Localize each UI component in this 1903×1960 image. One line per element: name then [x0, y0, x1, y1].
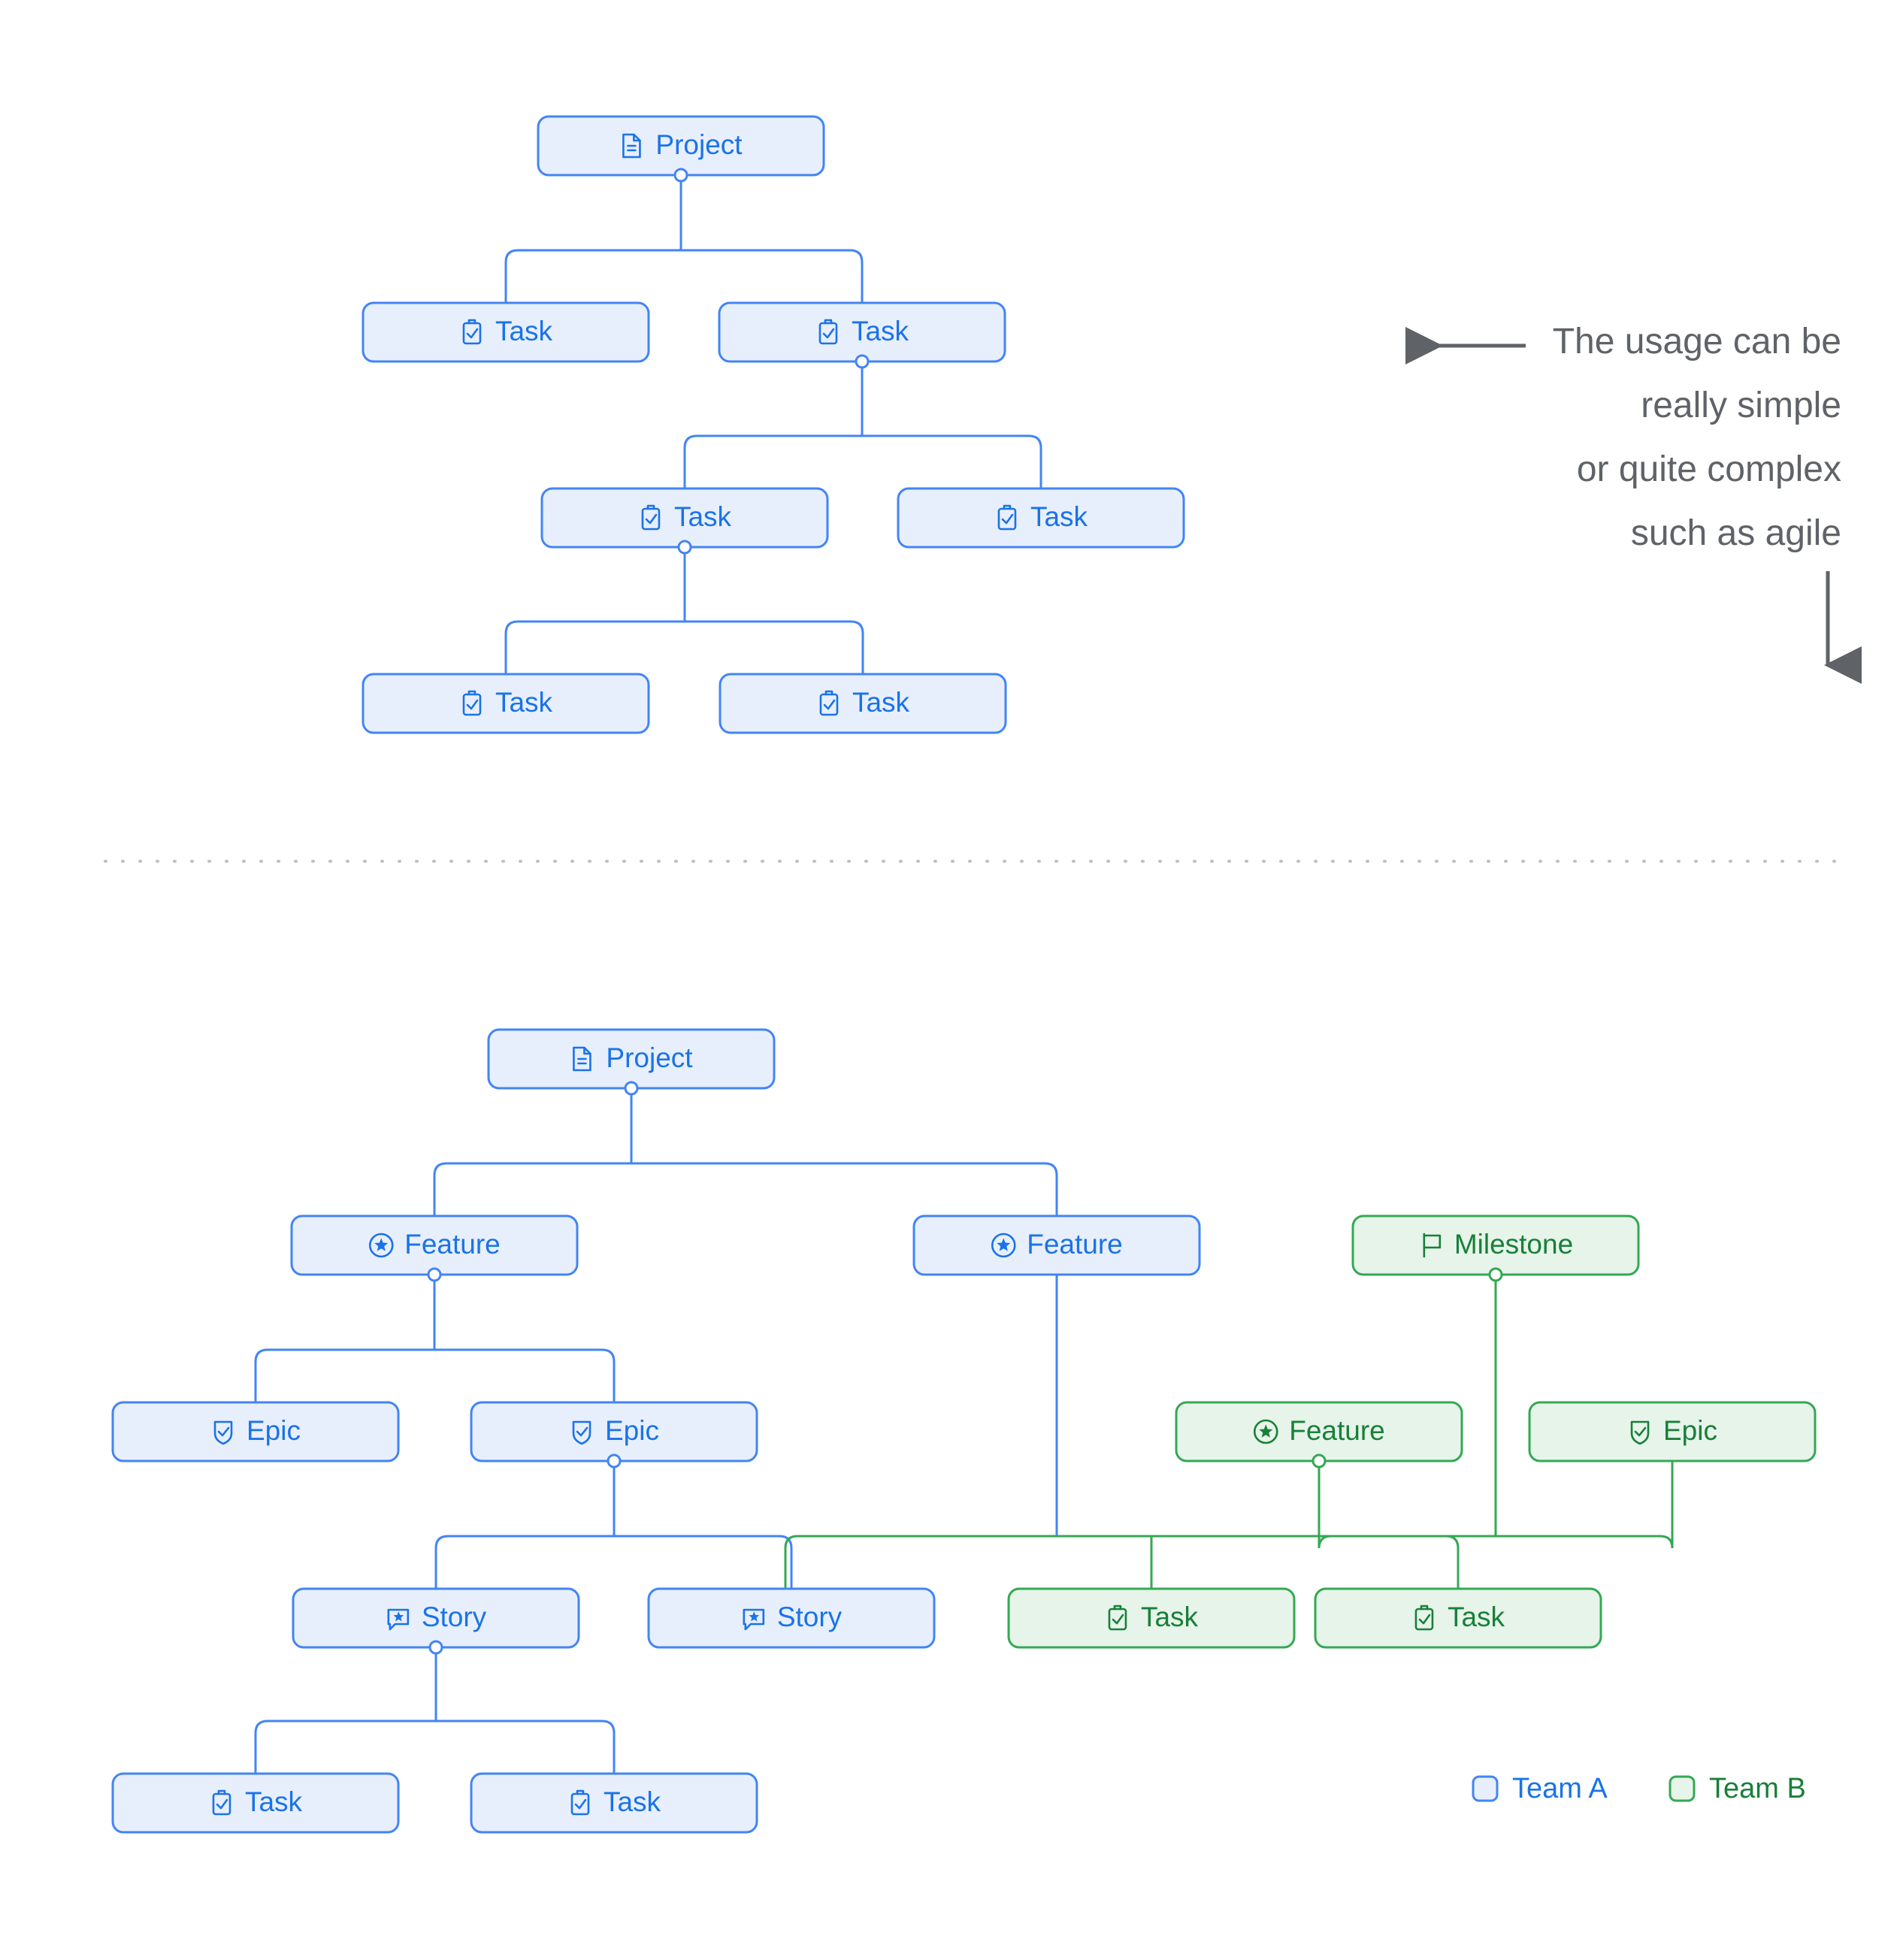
edge-connector	[254, 1275, 616, 1402]
node-label: Task	[674, 501, 732, 532]
node-task[interactable]: Task	[719, 673, 1007, 734]
node-milestone[interactable]: Milestone	[1351, 1214, 1640, 1282]
node-feature[interactable]: Feature	[1175, 1401, 1463, 1468]
node-label: Task	[245, 1786, 303, 1817]
comment-star-icon	[743, 1608, 765, 1631]
clipboard-check-icon	[570, 1789, 590, 1816]
annotation-line: really simple	[1641, 386, 1841, 425]
node-label: Project	[606, 1042, 693, 1073]
connector-port[interactable]	[427, 1267, 442, 1282]
node-story[interactable]: Story	[292, 1587, 580, 1655]
node-task[interactable]: Task	[470, 1772, 758, 1834]
edge-connector	[1318, 1275, 1674, 1549]
node-task[interactable]: Task	[1007, 1587, 1296, 1649]
node-label: Task	[1448, 1602, 1505, 1632]
node-label: Story	[422, 1602, 487, 1632]
edge-connector	[504, 175, 864, 303]
node-task[interactable]: Task	[1314, 1587, 1602, 1649]
node-project[interactable]: Project	[537, 115, 825, 183]
edge-connector	[433, 1088, 1058, 1216]
node-task[interactable]: Task	[897, 487, 1185, 549]
node-story[interactable]: Story	[647, 1587, 936, 1649]
connector-port[interactable]	[624, 1081, 639, 1096]
legend-layer: Team A Team B	[1472, 1773, 1806, 1804]
legend-item[interactable]: Team A	[1472, 1773, 1608, 1804]
node-label: Feature	[1289, 1415, 1385, 1446]
node-task[interactable]: Task	[362, 673, 650, 734]
edge-connector	[254, 1647, 616, 1774]
node-epic[interactable]: Epic	[470, 1401, 758, 1468]
connector-port[interactable]	[607, 1453, 622, 1468]
node-task[interactable]: Task	[718, 301, 1006, 369]
document-icon	[573, 1046, 591, 1072]
node-label: Epic	[1663, 1415, 1717, 1446]
clipboard-check-icon	[462, 319, 482, 345]
clipboard-check-icon	[212, 1789, 231, 1816]
annotation-line: The usage can be	[1553, 322, 1841, 361]
legend-label: Team B	[1709, 1773, 1806, 1804]
clipboard-check-icon	[997, 504, 1017, 531]
edge-connector	[683, 361, 1042, 488]
node-label: Milestone	[1454, 1229, 1573, 1260]
star-circle-icon	[1253, 1419, 1278, 1444]
edge-connector	[434, 1461, 793, 1589]
annotation-line: or quite complex	[1577, 449, 1841, 489]
shield-check-icon	[213, 1420, 233, 1445]
node-label: Story	[777, 1602, 843, 1632]
connector-port[interactable]	[673, 168, 688, 183]
connector-port[interactable]	[1312, 1453, 1327, 1468]
node-task[interactable]: Task	[362, 301, 650, 363]
document-icon	[622, 133, 641, 159]
node-label: Task	[604, 1786, 661, 1817]
legend-swatch-b	[1669, 1775, 1696, 1802]
connector-port[interactable]	[1488, 1267, 1503, 1282]
shield-check-icon	[1630, 1420, 1650, 1445]
clipboard-check-icon	[1108, 1605, 1127, 1631]
node-epic[interactable]: Epic	[111, 1401, 400, 1462]
node-project[interactable]: Project	[487, 1028, 776, 1096]
node-label: Task	[852, 316, 909, 346]
star-circle-icon	[991, 1233, 1016, 1258]
annotation-line: such as agile	[1631, 513, 1841, 553]
star-circle-icon	[368, 1233, 394, 1258]
node-label: Epic	[247, 1415, 301, 1446]
clipboard-check-icon	[1414, 1605, 1434, 1631]
node-task[interactable]: Task	[540, 487, 829, 555]
node-label: Task	[495, 687, 553, 718]
edge-connector	[504, 547, 864, 674]
node-label: Task	[1030, 501, 1088, 532]
edge-connector	[784, 1461, 1460, 1589]
comment-star-icon	[387, 1608, 410, 1631]
clipboard-check-icon	[641, 504, 661, 531]
node-label: Task	[495, 316, 553, 346]
legend-item[interactable]: Team B	[1669, 1773, 1806, 1804]
shield-check-icon	[572, 1420, 591, 1445]
edge-layer	[254, 175, 1674, 1774]
legend-label: Team A	[1512, 1773, 1608, 1804]
connector-port[interactable]	[677, 540, 692, 555]
node-feature[interactable]: Feature	[912, 1214, 1201, 1276]
clipboard-check-icon	[462, 690, 482, 716]
node-label: Task	[852, 687, 910, 718]
node-label: Feature	[1027, 1229, 1123, 1260]
node-label: Task	[1141, 1602, 1199, 1632]
node-label: Feature	[404, 1229, 501, 1260]
connector-port[interactable]	[428, 1640, 443, 1655]
node-epic[interactable]: Epic	[1528, 1401, 1817, 1462]
clipboard-check-icon	[819, 690, 839, 716]
node-label: Project	[655, 129, 743, 160]
clipboard-check-icon	[818, 319, 838, 345]
legend-swatch-a	[1472, 1775, 1499, 1802]
node-feature[interactable]: Feature	[290, 1214, 579, 1282]
node-label: Epic	[605, 1415, 659, 1446]
annotation-layer: The usage can be really simple or quite co…	[104, 322, 1862, 863]
flag-icon	[1423, 1233, 1442, 1258]
connector-port[interactable]	[855, 354, 870, 369]
node-task[interactable]: Task	[111, 1772, 400, 1834]
